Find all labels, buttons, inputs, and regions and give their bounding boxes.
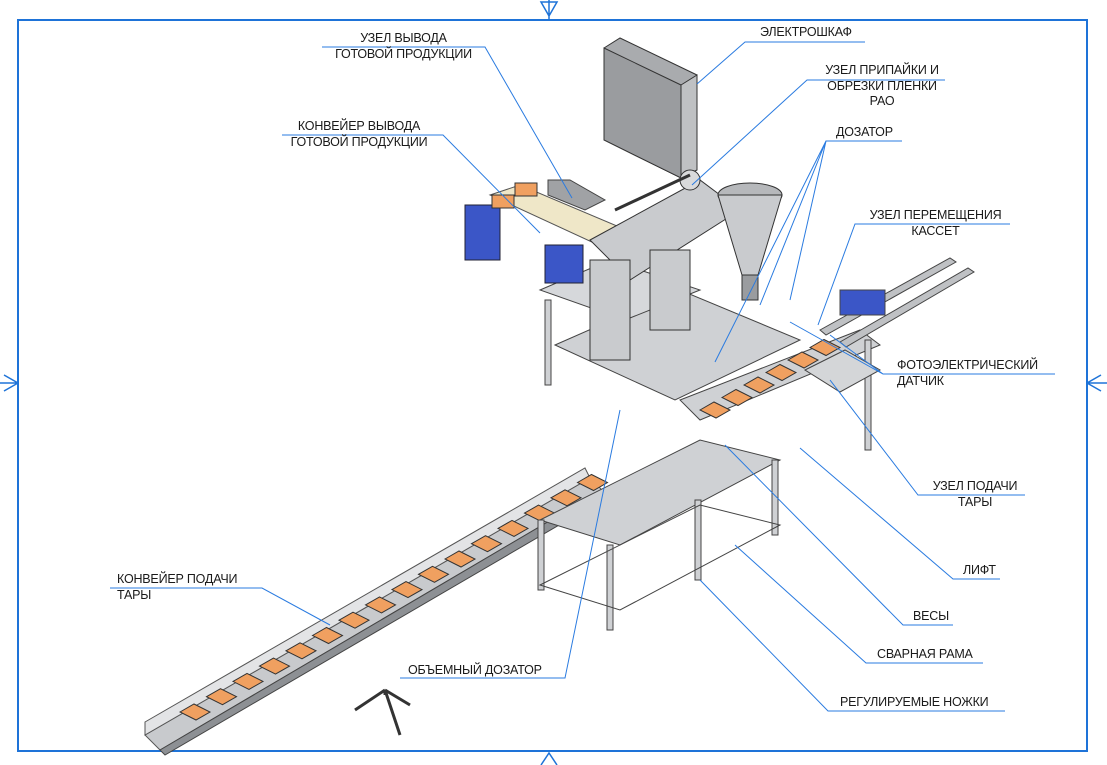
label-line: УЗЕЛ ВЫВОДА (360, 31, 447, 45)
label-line: ДАТЧИК (897, 373, 944, 388)
sheet-border (17, 19, 1088, 752)
label-container-feed-unit: УЗЕЛ ПОДАЧИ ТАРЫ (920, 479, 1030, 510)
label-line: РАО (869, 94, 895, 108)
label-feed-conveyor: КОНВЕЙЕР ПОДАЧИ ТАРЫ (117, 572, 237, 603)
label-line: ГОТОВОЙ ПРОДУКЦИИ (335, 46, 472, 61)
label-welded-frame: СВАРНАЯ РАМА (877, 647, 973, 661)
tray (443, 550, 477, 568)
tray (698, 401, 732, 419)
tray (786, 351, 820, 369)
label-line: КОНВЕЙЕР ВЫВОДА (297, 119, 421, 133)
leader-lines (110, 41, 1055, 712)
cassette-trays (698, 338, 842, 419)
label-line: УЗЕЛ ПЕРЕМЕЩЕНИЯ (869, 208, 1002, 222)
label-line: КОНВЕЙЕР ПОДАЧИ (117, 572, 238, 586)
tray (258, 657, 291, 675)
label-volumetric-doser: ОБЪЕМНЫЙ ДОЗАТОР (408, 663, 542, 677)
tray (808, 338, 842, 357)
label-line: УЗЕЛ ПОДАЧИ (932, 479, 1018, 493)
electrical-cabinet (603, 37, 698, 179)
tray (417, 565, 450, 583)
label-line: ТАРЫ (957, 494, 993, 509)
cassette-rails (803, 257, 975, 393)
label-line: КАССЕТ (911, 223, 960, 238)
tray (178, 703, 212, 721)
tray (720, 388, 754, 407)
tray (205, 688, 238, 706)
tray (364, 596, 397, 614)
label-adjustable-feet: РЕГУЛИРУЕМЫЕ НОЖКИ (840, 695, 989, 709)
sealing-unit (589, 169, 741, 361)
tray (390, 581, 424, 599)
label-line: ОБРЕЗКИ ПЛЕНКИ (827, 78, 937, 93)
label-line: ФОТОЭЛЕКТРИЧЕСКИЙ (897, 358, 1038, 372)
doser-hopper (717, 182, 783, 301)
tray (337, 611, 371, 629)
label-line: УЗЕЛ ПРИПАЙКИ И (825, 63, 939, 77)
label-output-conveyor: КОНВЕЙЕР ВЫВОДА ГОТОВОЙ ПРОДУКЦИИ (278, 119, 440, 150)
label-photo-sensor: ФОТОЭЛЕКТРИЧЕСКИЙ ДАТЧИК (897, 358, 1038, 389)
label-sealing-unit: УЗЕЛ ПРИПАЙКИ И ОБРЕЗКИ ПЛЕНКИ РАО (812, 63, 952, 110)
feed-trays (178, 473, 609, 721)
tray (742, 376, 776, 394)
stand-base (354, 688, 411, 736)
tray (576, 473, 609, 492)
tray (284, 642, 318, 660)
label-lift: ЛИФТ (963, 563, 996, 577)
welded-frame (537, 259, 881, 631)
label-doser: ДОЗАТОР (836, 125, 893, 139)
label-scales: ВЕСЫ (913, 609, 949, 623)
label-line: ГОТОВОЙ ПРОДУКЦИИ (290, 134, 428, 149)
label-cassette-unit: УЗЕЛ ПЕРЕМЕЩЕНИЯ КАССЕТ (858, 208, 1013, 239)
label-output-unit: УЗЕЛ ВЫВОДА ГОТОВОЙ ПРОДУКЦИИ (322, 31, 485, 62)
tray (549, 489, 583, 507)
tray (311, 626, 344, 645)
tray (496, 519, 530, 537)
label-line: ТАРЫ (117, 587, 152, 602)
label-electrical-cabinet: ЭЛЕКТРОШКАФ (760, 25, 852, 39)
tray (231, 672, 265, 690)
tray (470, 535, 503, 553)
tray (764, 363, 798, 382)
